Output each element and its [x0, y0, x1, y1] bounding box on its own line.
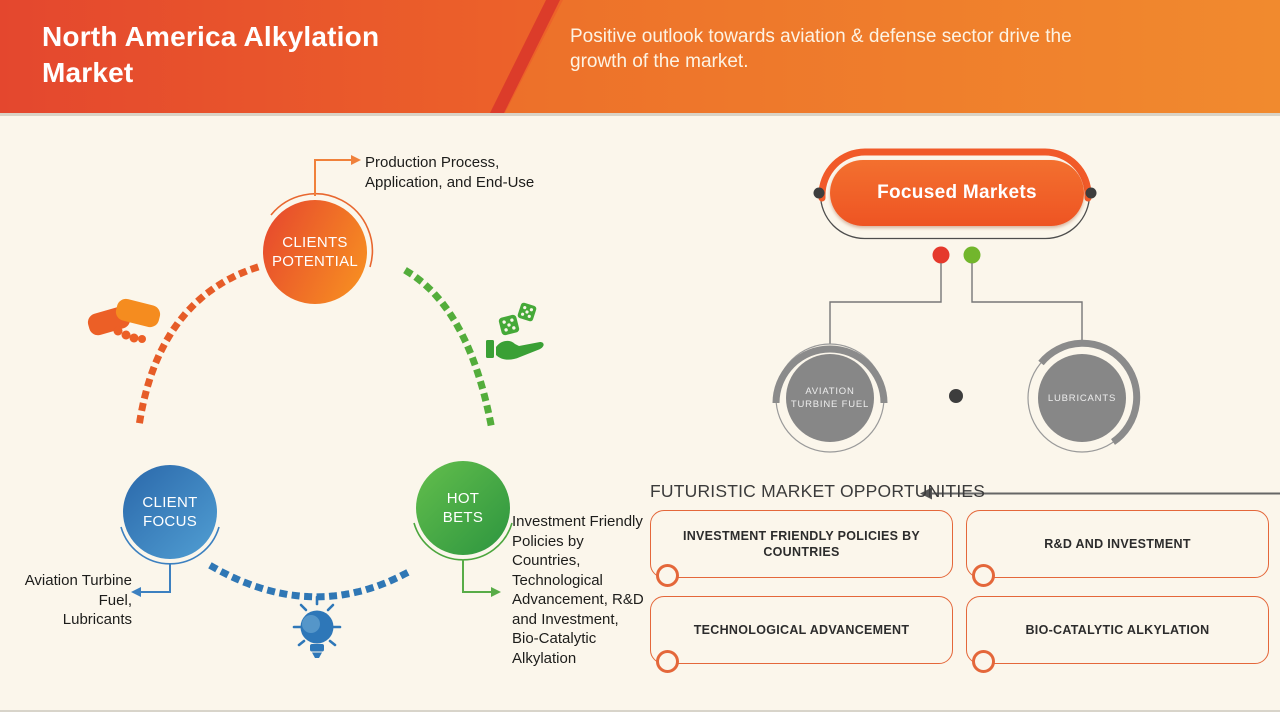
market-node-label: LUBRICANTS	[1047, 392, 1117, 404]
page-title: North America Alkylation Market	[42, 21, 380, 88]
opportunity-box-investment-policies: INVESTMENT FRIENDLY POLICIES BY COUNTRIE…	[650, 510, 953, 587]
header-banner	[0, 0, 1280, 113]
annotation-connectors	[141, 159, 491, 593]
hot-bets-annotation: Investment Friendly Policies by Countrie…	[512, 513, 644, 667]
page-subtitle: Positive outlook towards aviation & defe…	[570, 26, 1072, 72]
heading-arrowhead-left	[920, 487, 932, 500]
pill-right-dot	[1085, 187, 1097, 199]
opportunity-label: INVESTMENT FRIENDLY POLICIES BY COUNTRIE…	[682, 529, 921, 559]
corner-ring	[972, 564, 995, 587]
pill-top-arc	[818, 148, 1092, 202]
center-dot	[949, 389, 963, 403]
clients-potential-annotation: Production Process, Application, and End…	[365, 154, 535, 191]
header-right-panel	[505, 0, 1280, 113]
clients-potential-bubble: CLIENTS POTENTIAL	[263, 200, 367, 304]
pill-left-dot	[813, 187, 825, 199]
opportunity-label: R&D AND INVESTMENT	[1044, 537, 1191, 551]
arrowhead-right-orange	[351, 155, 361, 165]
opportunity-label: BIO-CATALYTIC ALKYLATION	[1025, 623, 1210, 637]
hot-bets-label: HOT BETS	[442, 490, 484, 526]
client-focus-label: CLIENT FOCUS	[142, 494, 198, 530]
dice-hand-icon	[486, 302, 544, 360]
arrowhead-right-green	[491, 587, 501, 597]
focused-markets-pill: Focused Markets	[830, 160, 1084, 226]
gray-circle-decorations	[772, 339, 1141, 453]
lightbulb-icon	[292, 595, 342, 658]
opportunity-box-bio-catalytic-alkylation: BIO-CATALYTIC ALKYLATION	[966, 596, 1269, 673]
red-legend-dot	[932, 246, 950, 264]
header-underline	[0, 113, 1280, 116]
corner-ring	[972, 650, 995, 673]
clients-potential-label: CLIENTS POTENTIAL	[271, 234, 359, 270]
market-node-aviation-turbine-fuel: AVIATION TURBINE FUEL	[786, 354, 874, 442]
market-node-label: AVIATION TURBINE FUEL	[790, 386, 870, 410]
hot-bets-bubble: HOT BETS	[416, 461, 510, 555]
focused-markets-branch-lines	[829, 263, 1083, 344]
handshake-icon	[87, 298, 161, 343]
blue-dotted-arc	[208, 562, 417, 601]
opportunities-heading: FUTURISTIC MARKET OPPORTUNITIES	[650, 481, 986, 501]
opportunity-box-technological-advancement: TECHNOLOGICAL ADVANCEMENT	[650, 596, 953, 673]
green-dotted-arc	[403, 267, 497, 435]
arrowhead-left-blue	[131, 587, 141, 597]
corner-ring	[656, 650, 679, 673]
client-focus-annotation: Aviation Turbine Fuel, Lubricants	[24, 572, 132, 628]
dotted-arcs	[135, 263, 497, 601]
focused-markets-title: Focused Markets	[877, 182, 1037, 203]
green-legend-dot	[963, 246, 981, 264]
market-node-lubricants: LUBRICANTS	[1038, 354, 1126, 442]
opportunity-label: TECHNOLOGICAL ADVANCEMENT	[693, 623, 910, 637]
client-focus-bubble: CLIENT FOCUS	[123, 465, 217, 559]
opportunity-box-rd-investment: R&D AND INVESTMENT	[966, 510, 1269, 587]
orange-dotted-arc	[135, 263, 260, 425]
corner-ring	[656, 564, 679, 587]
